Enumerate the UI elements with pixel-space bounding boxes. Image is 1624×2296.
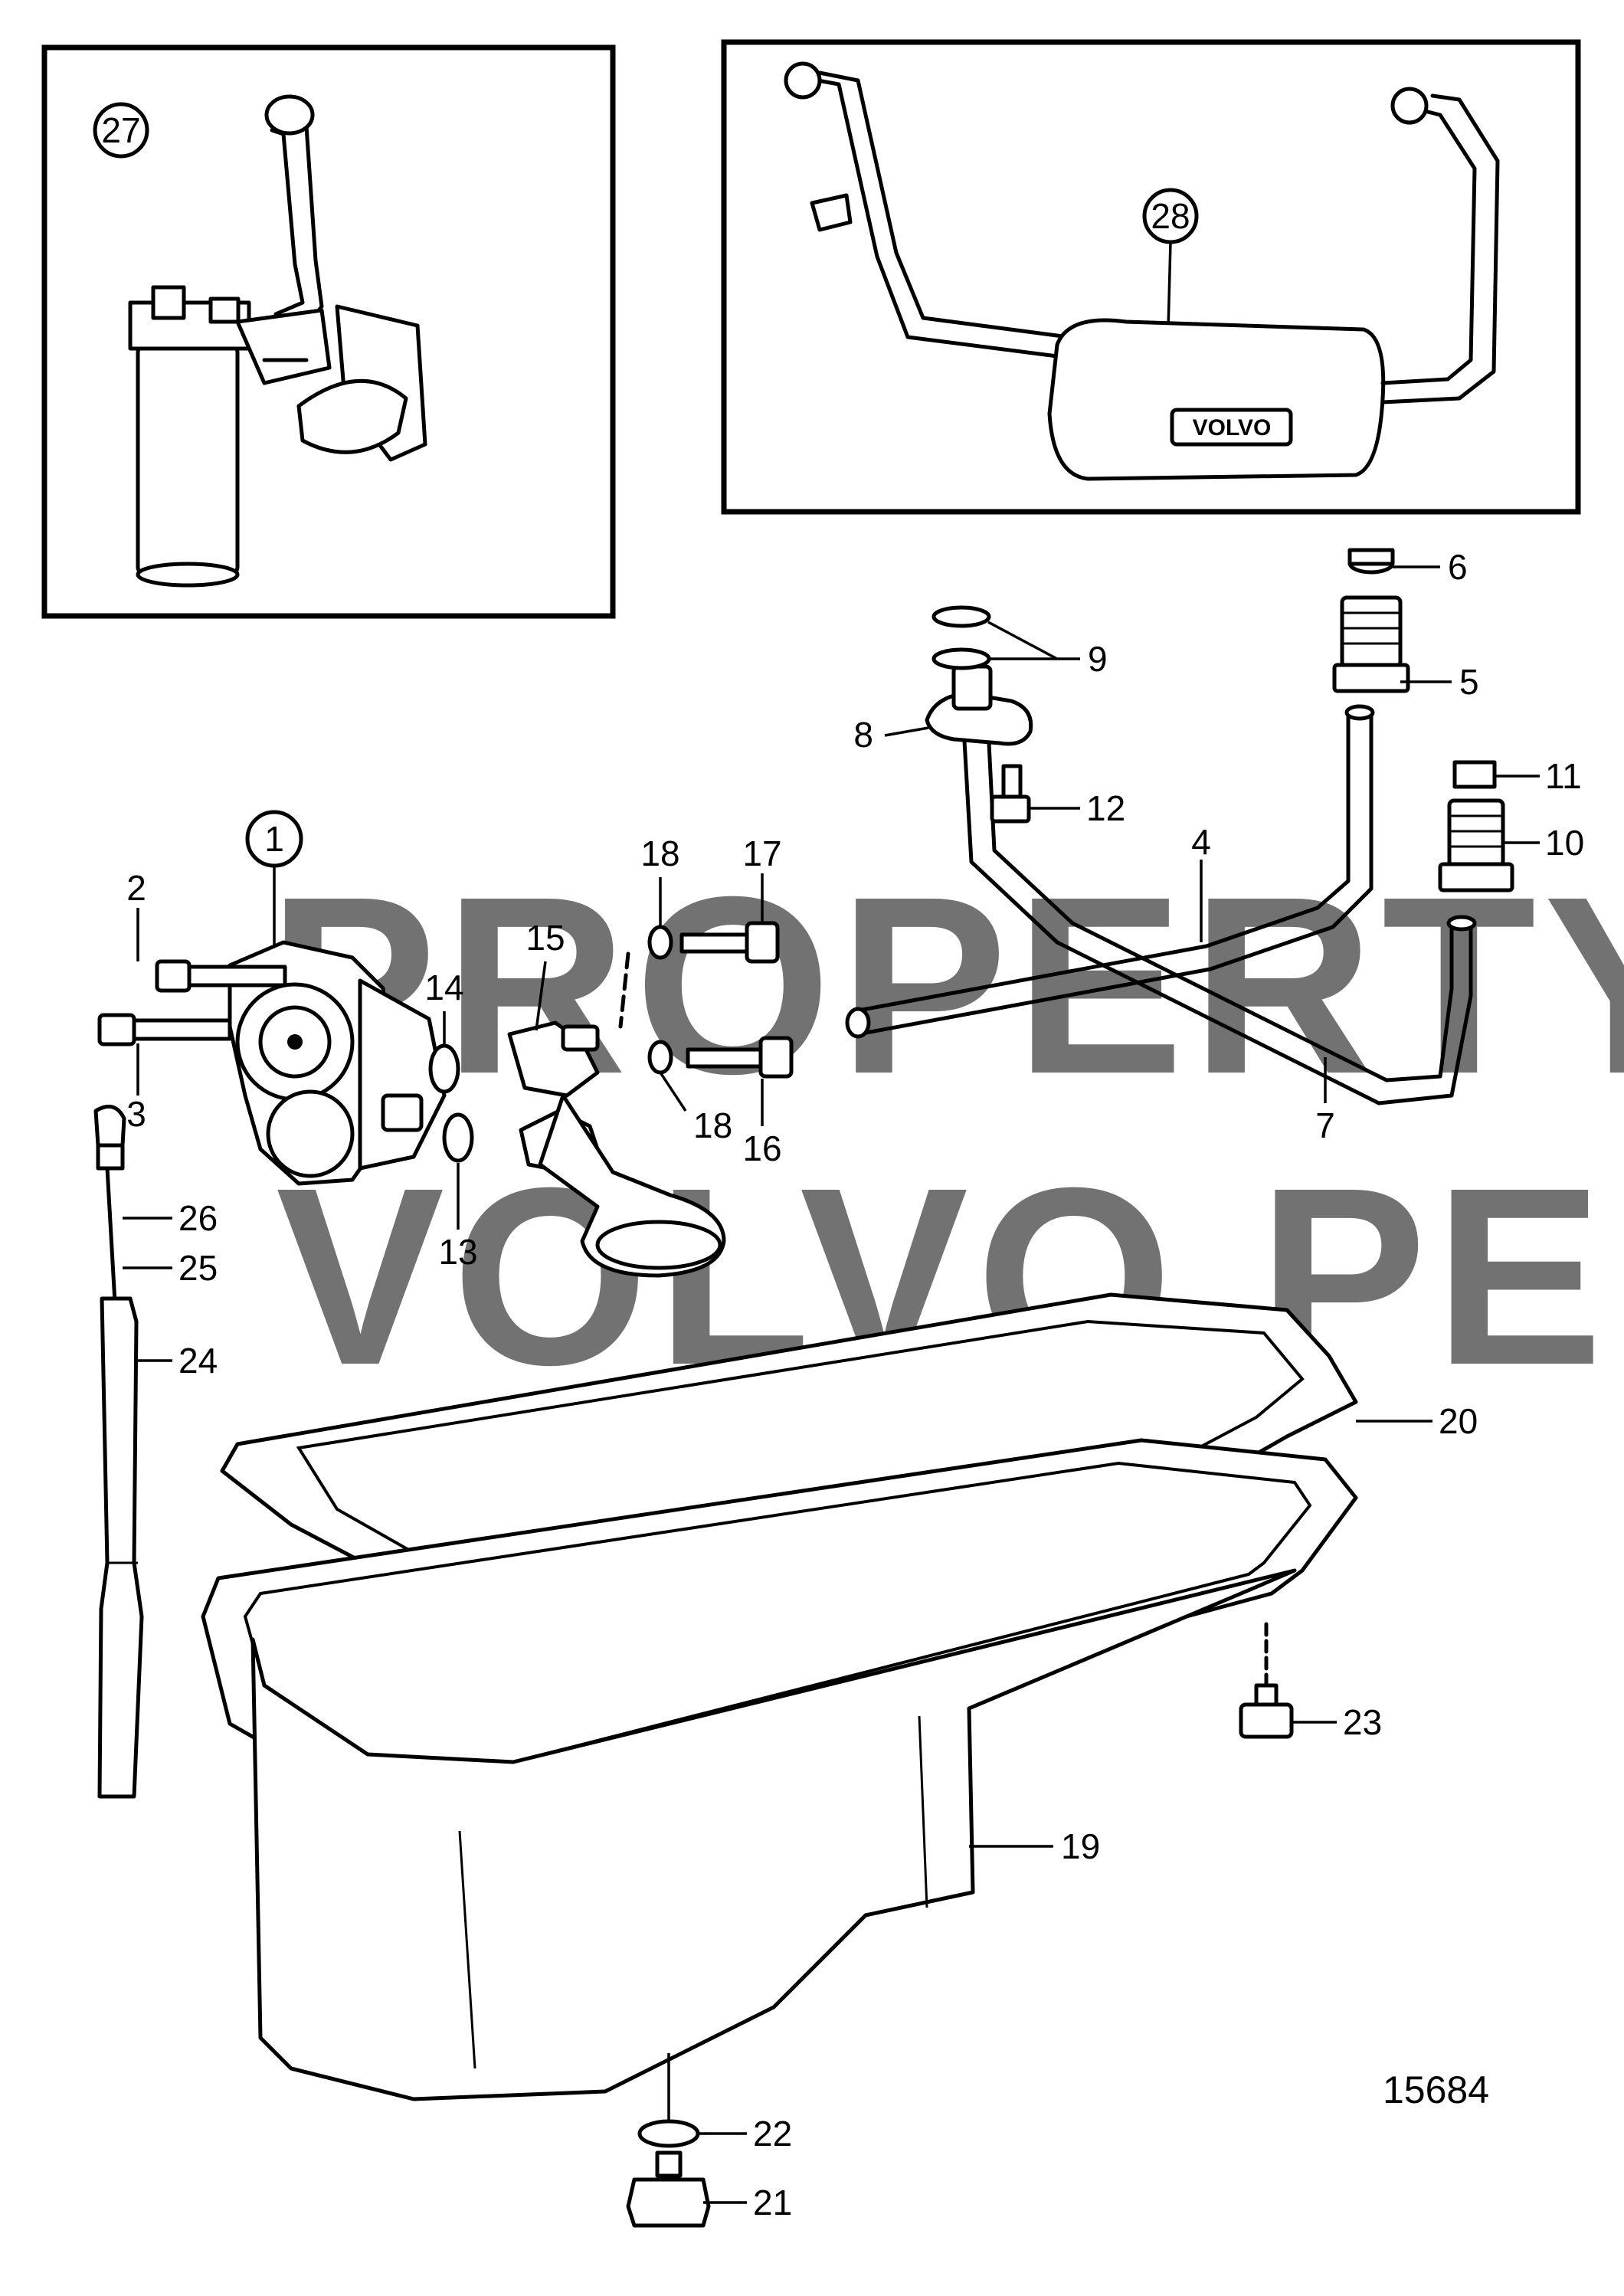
fitting-group-upper (1332, 548, 1410, 693)
callout-14: 14 (424, 968, 463, 1007)
callout-3: 3 (126, 1094, 146, 1134)
callout-circle-1 (245, 810, 303, 868)
callout-5: 5 (1459, 662, 1479, 702)
dipstick (93, 1104, 144, 1799)
callout-6: 6 (1448, 547, 1468, 587)
callout-20: 20 (1439, 1401, 1478, 1441)
fitting-group-lower (1438, 760, 1514, 893)
oil-filter-illustration (128, 94, 427, 588)
bolts-16-17 (647, 921, 794, 1079)
callout-18-upper: 18 (640, 834, 679, 873)
callout-8: 8 (853, 715, 873, 755)
inset-oil-filter: 27 (41, 44, 616, 619)
callout-26: 26 (178, 1198, 218, 1238)
callout-19: 19 (1061, 1826, 1100, 1866)
suction-pipe (428, 951, 726, 1278)
callout-22: 22 (753, 2114, 792, 2154)
callout-labels: 1 2 3 4 5 6 7 8 9 10 11 12 13 14 15 16 1… (126, 547, 1584, 2222)
callout-4: 4 (1191, 822, 1211, 862)
callout-15: 15 (526, 918, 565, 958)
callout-11: 11 (1545, 756, 1582, 796)
callout-21: 21 (753, 2183, 792, 2222)
flange-group (925, 605, 1033, 824)
callout-1: 1 (264, 819, 284, 859)
bolts-2-3 (97, 959, 287, 1046)
callout-18-lower: 18 (693, 1105, 732, 1145)
callout-23: 23 (1343, 1702, 1382, 1742)
callout-13: 13 (438, 1232, 477, 1272)
callout-16: 16 (742, 1128, 781, 1168)
callout-28: 28 (1151, 196, 1190, 236)
callout-25: 25 (178, 1248, 218, 1288)
figure-number: 15684 (1383, 2068, 1489, 2111)
oil-cooler-illustration: VOLVO (784, 61, 1500, 481)
callout-circle-27 (93, 102, 149, 159)
watermark: PROPERTY OF VOLVO PENTA (268, 843, 1624, 1417)
leader-lines (123, 565, 1540, 2204)
brand-label: VOLVO (1193, 415, 1272, 441)
drain-plug (626, 2119, 711, 2228)
watermark-line1: PROPERTY OF (268, 843, 1624, 1126)
callout-27: 27 (101, 110, 140, 150)
oil-pipes (845, 704, 1477, 1105)
callout-7: 7 (1315, 1105, 1335, 1145)
callout-9: 9 (1088, 639, 1108, 679)
bolt-23 (1239, 1622, 1294, 1739)
callout-10: 10 (1545, 823, 1584, 863)
callout-2: 2 (126, 868, 146, 908)
inset-oil-cooler: 28 VOLVO (721, 39, 1581, 515)
oil-pan (201, 1438, 1358, 2101)
oil-pump (228, 940, 447, 1186)
callout-24: 24 (178, 1341, 218, 1381)
callout-17: 17 (742, 834, 781, 873)
callout-12: 12 (1086, 788, 1125, 828)
